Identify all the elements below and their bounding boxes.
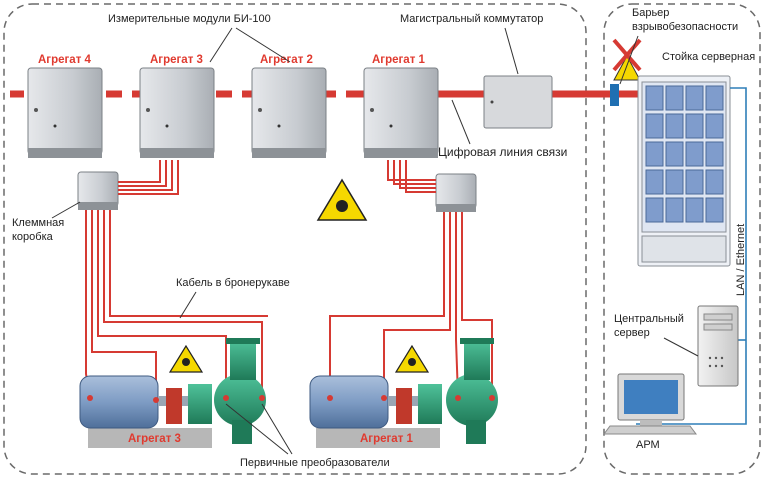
safe-zone-border: [603, 3, 761, 475]
central-server-tower: [697, 305, 739, 387]
rack-slot: [705, 113, 724, 139]
rack-slot: [705, 85, 724, 111]
barrier-crossed-icon: [612, 38, 642, 81]
lan-cable: [636, 87, 747, 425]
rack-caption: Стойка серверная: [662, 51, 755, 63]
digital-line-caption: Цифровая линия связи: [438, 145, 567, 159]
warning-icon-unit3: [168, 344, 204, 373]
barrier-caption: Барьер: [632, 7, 669, 19]
terminal-box-right: [435, 173, 477, 212]
rack-slot: [645, 141, 664, 167]
warning-icon-center: [316, 178, 368, 221]
rack-slot: [665, 197, 684, 223]
switch-caption: Магистральный коммутатор: [400, 13, 543, 25]
modules-caption: Измерительные модули БИ-100: [108, 13, 271, 25]
wires-module1: [387, 160, 436, 193]
rack-slot: [705, 197, 724, 223]
pump-unit-3-label: Агрегат 3: [128, 433, 181, 445]
rack-slot: [685, 113, 704, 139]
sensor-points: [87, 395, 495, 403]
hazard-zone-border: [3, 3, 587, 475]
rack-slot: [685, 197, 704, 223]
terminal-box-left: [77, 171, 119, 210]
sensors-caption: Первичные преобразователи: [240, 457, 390, 469]
armored-cable-caption: Кабель в бронерукаве: [176, 277, 290, 289]
rack-slot: [685, 169, 704, 195]
module-agg4: [27, 67, 103, 158]
rack-slot: [645, 113, 664, 139]
pump-unit-3: [79, 338, 266, 448]
pump-unit-1-label: Агрегат 1: [360, 433, 414, 445]
warning-icon-unit1: [394, 344, 430, 373]
module-agg1-label: Агрегат 1: [372, 54, 426, 66]
module-agg3: [139, 67, 215, 158]
lan-caption: LAN / Ethernet: [735, 224, 747, 296]
main-switch: [483, 75, 553, 129]
rack-slot: [665, 141, 684, 167]
central-server-caption: Центральный: [614, 313, 684, 325]
rack-slot: [705, 141, 724, 167]
rack-slot: [665, 169, 684, 195]
rack-slot: [685, 141, 704, 167]
central-server-caption-2: сервер: [614, 327, 650, 339]
rack-slots: [645, 85, 724, 223]
module-agg3-label: Агрегат 3: [150, 54, 203, 66]
rack-slot: [645, 85, 664, 111]
rack-slot: [685, 85, 704, 111]
rack-slot: [665, 85, 684, 111]
rack-slot: [645, 169, 664, 195]
module-agg2: [251, 67, 327, 158]
barrier-block: [610, 84, 619, 106]
arm-caption: АРМ: [636, 439, 660, 451]
rack-slot: [665, 113, 684, 139]
module-agg1: [363, 67, 439, 158]
rack-slot: [645, 197, 664, 223]
terminal-box-caption-2: коробка: [12, 231, 54, 243]
pump-unit-1: [309, 338, 498, 448]
wires-module3: [118, 160, 179, 195]
module-agg4-label: Агрегат 4: [38, 54, 92, 66]
arm-workstation: [603, 373, 697, 435]
terminal-box-caption: Клеммная: [12, 217, 64, 229]
barrier-caption-2: взрывобезопасности: [632, 21, 738, 33]
rack-slot: [705, 169, 724, 195]
cables-unit1: [329, 212, 493, 397]
